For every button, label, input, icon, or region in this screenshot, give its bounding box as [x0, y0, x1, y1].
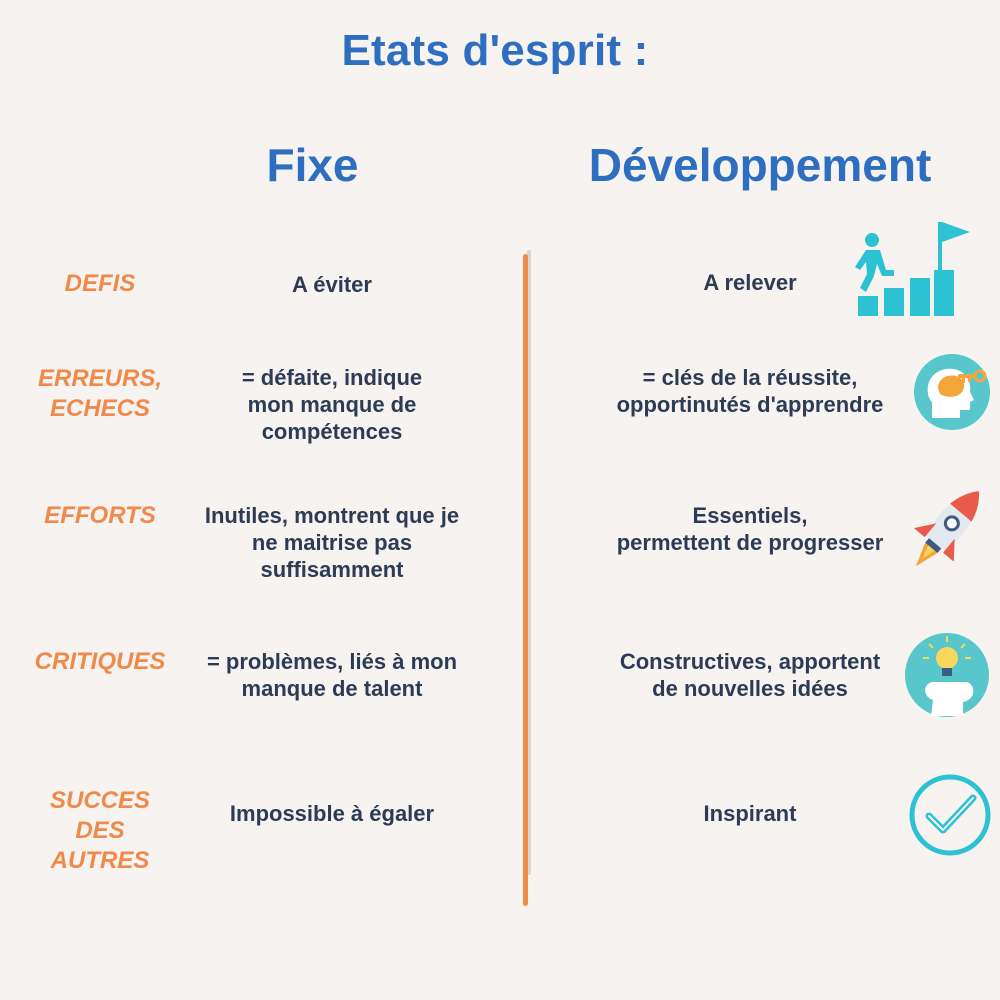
divider-shadow	[527, 250, 531, 875]
row-label-erreurs: ERREURS,ECHECS	[37, 365, 163, 422]
rocket-icon	[913, 491, 980, 567]
fixe-cell-defis: A éviter	[292, 272, 372, 297]
dev-cell-efforts: Essentiels,permettent de progresser	[616, 503, 884, 555]
checkmark-circle-icon	[909, 774, 991, 856]
row-label-critiques: CRITIQUES	[34, 648, 166, 675]
dev-cell-erreurs: = clés de la réussite,opportinutés d'app…	[616, 365, 884, 417]
row-label-defis: DEFIS	[64, 270, 136, 297]
fixe-cell-succes: Impossible à égaler	[229, 801, 435, 826]
column-header-fixe: Fixe	[266, 139, 359, 191]
page-title: Etats d'esprit :	[341, 26, 649, 75]
head-lightbulb-icon	[905, 633, 989, 717]
column-header-developpement: Développement	[588, 139, 932, 191]
stairs-flag-icon	[855, 222, 970, 316]
row-label-efforts: EFFORTS	[44, 502, 156, 529]
dev-cell-succes: Inspirant	[703, 801, 797, 826]
dev-cell-defis: A relever	[703, 270, 797, 295]
column-divider	[523, 254, 528, 906]
head-key-icon	[914, 354, 990, 430]
